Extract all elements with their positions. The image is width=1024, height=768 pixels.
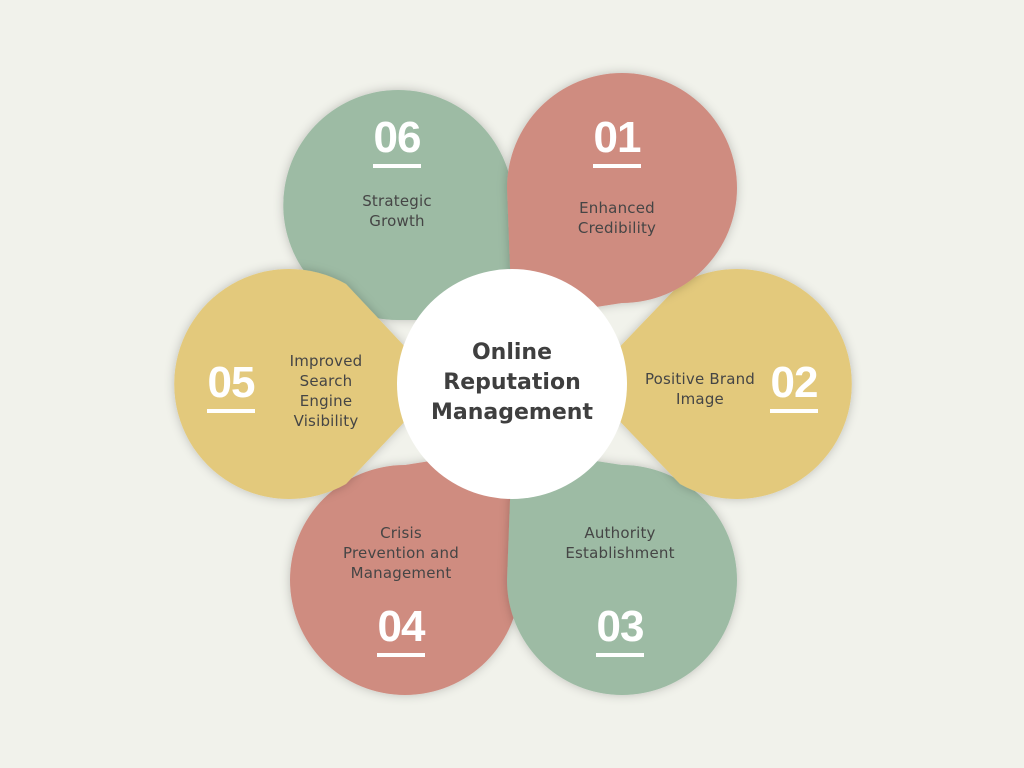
petal-02 bbox=[584, 268, 852, 499]
petal-02-label: Positive Brand Image bbox=[644, 370, 756, 408]
petal-04-number: 04 bbox=[377, 602, 426, 651]
petal-01-number: 01 bbox=[593, 113, 642, 162]
petal-03-label: Authority Establishment bbox=[565, 524, 675, 562]
petal-03-underline bbox=[596, 653, 644, 657]
petal-01 bbox=[507, 73, 737, 320]
petal-02-number: 02 bbox=[770, 358, 819, 407]
petal-04 bbox=[290, 448, 520, 695]
petal-03-number: 03 bbox=[596, 602, 645, 651]
petal-06 bbox=[283, 90, 512, 320]
petal-06-number: 06 bbox=[373, 113, 422, 162]
petal-02-underline bbox=[770, 409, 818, 413]
petal-01-underline bbox=[593, 164, 641, 168]
petal-06-underline bbox=[373, 164, 421, 168]
petal-04-underline bbox=[377, 653, 425, 657]
petal-05-underline bbox=[207, 409, 255, 413]
center-circle bbox=[397, 269, 627, 499]
petal-05-label: Improved Search Engine Visibility bbox=[289, 352, 363, 430]
petal-06-label: Strategic Growth bbox=[362, 192, 432, 230]
petal-05-number: 05 bbox=[207, 358, 256, 407]
petal-04-label: Crisis Prevention and Management bbox=[343, 524, 459, 582]
center-title: Online Reputation Management bbox=[431, 340, 593, 425]
petal-05 bbox=[174, 268, 441, 500]
petal-03 bbox=[507, 448, 737, 695]
petal-01-label: Enhanced Credibility bbox=[577, 199, 657, 237]
